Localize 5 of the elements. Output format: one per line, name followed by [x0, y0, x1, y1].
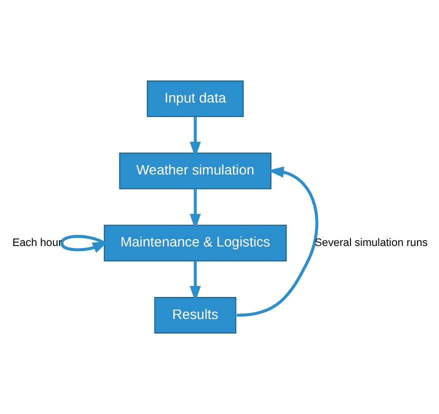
node-box: Input data [146, 80, 244, 118]
arrow [236, 166, 318, 317]
node-box: Maintenance & Logistics [104, 224, 287, 262]
node-box: Weather simulation [119, 152, 272, 190]
node-box: Results [154, 296, 236, 334]
